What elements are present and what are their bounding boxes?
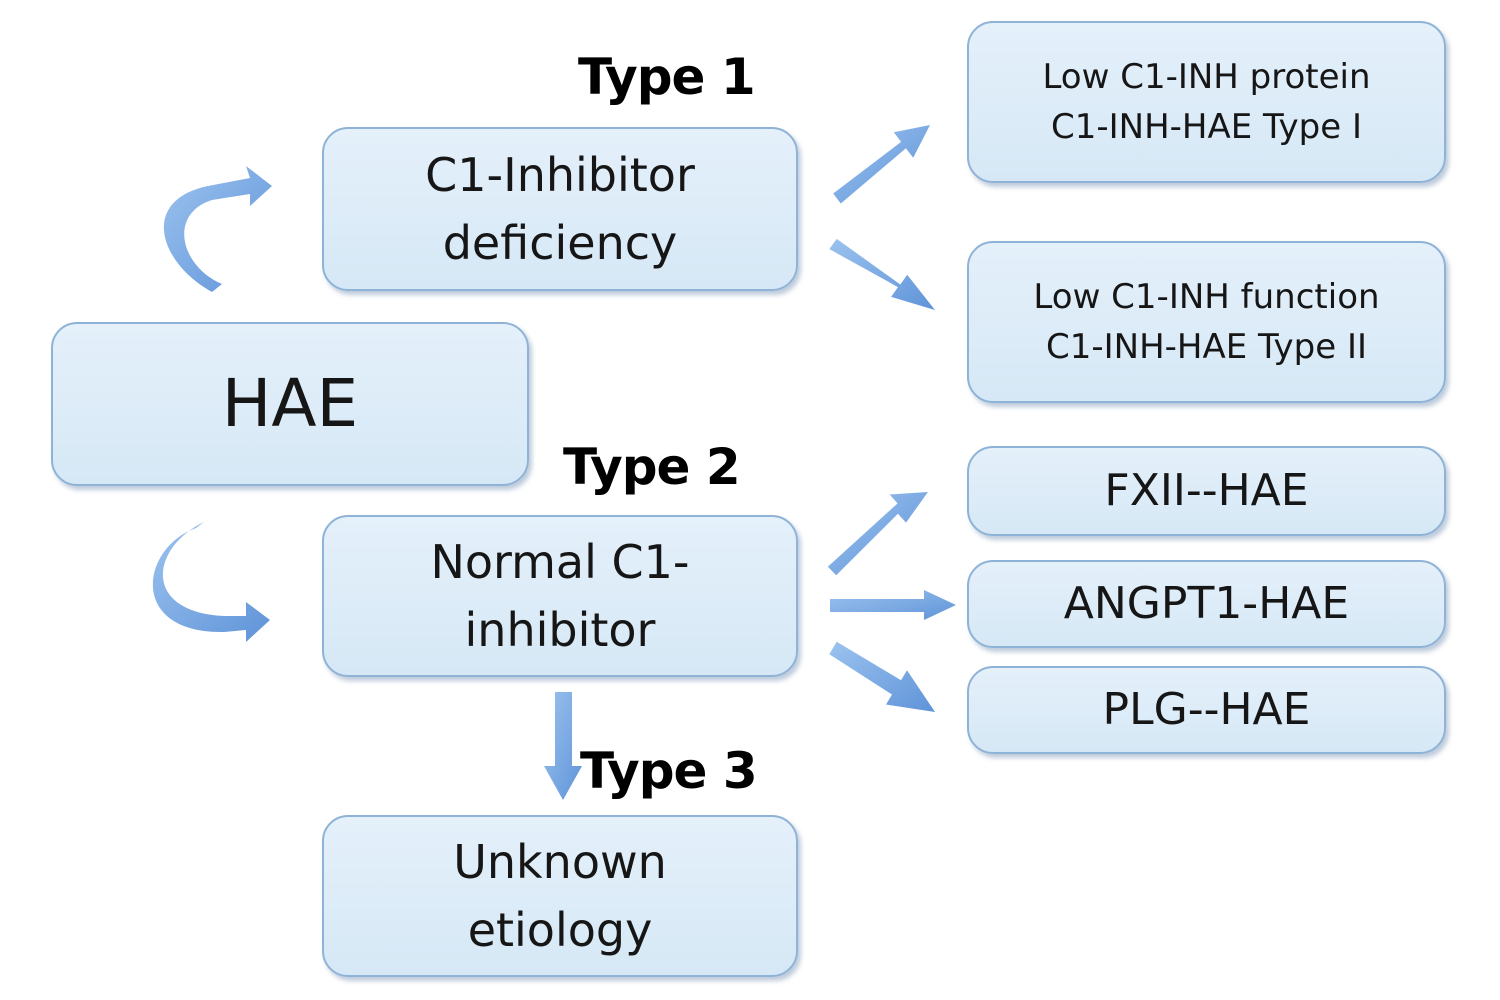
plg-hae-label: PLG--HAE: [1102, 684, 1311, 735]
type3-box-line-2: etiology: [467, 903, 653, 957]
fxii-hae-label: FXII--HAE: [1104, 465, 1309, 516]
type1-child-1-line-1: Low C1-INH protein: [1042, 57, 1371, 97]
down-arrow-type3: [544, 692, 582, 800]
c1-inhibitor-deficiency-box: C1-Inhibitor deficiency: [322, 127, 798, 291]
type1-box-line-1: C1-Inhibitor: [425, 148, 695, 202]
type1-branch-arrows: [829, 125, 935, 310]
plg-hae-box: PLG--HAE: [967, 666, 1446, 754]
type1-label: Type 1: [578, 48, 756, 106]
angpt1-hae-label: ANGPT1-HAE: [1063, 578, 1350, 629]
type3-box-line-1: Unknown: [453, 835, 667, 889]
type1-child-2-line-1: Low C1-INH function: [1033, 277, 1380, 317]
type2-label: Type 2: [563, 438, 741, 496]
fxii-hae-box: FXII--HAE: [967, 446, 1446, 536]
type2-box-line-1: Normal C1-: [430, 535, 690, 589]
angpt1-hae-box: ANGPT1-HAE: [967, 560, 1446, 648]
low-c1inh-function-box: Low C1-INH function C1-INH-HAE Type II: [967, 241, 1446, 403]
type2-box-line-2: inhibitor: [464, 603, 656, 657]
type2-branch-arrows: [827, 492, 956, 712]
hae-root-box: HAE: [51, 322, 529, 486]
type1-box-line-2: deficiency: [442, 216, 678, 270]
hae-root-label: HAE: [221, 365, 359, 442]
curved-arrow-down: [152, 522, 270, 642]
normal-c1-inhibitor-box: Normal C1- inhibitor: [322, 515, 798, 677]
curved-arrow-up: [163, 166, 272, 292]
unknown-etiology-box: Unknown etiology: [322, 815, 798, 977]
type3-label: Type 3: [580, 742, 758, 800]
low-c1inh-protein-box: Low C1-INH protein C1-INH-HAE Type I: [967, 21, 1446, 183]
type1-child-2-line-2: C1-INH-HAE Type II: [1045, 327, 1367, 367]
type1-child-1-line-2: C1-INH-HAE Type I: [1051, 107, 1362, 147]
